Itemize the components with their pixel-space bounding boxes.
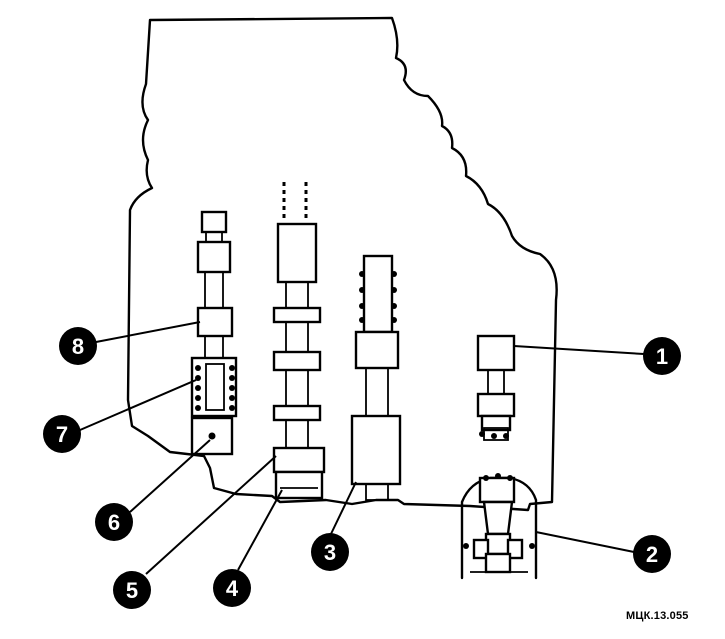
- callout-3: 3: [311, 533, 349, 571]
- callout-5: 5: [113, 571, 151, 609]
- figure-code: МЦК.13.055: [626, 610, 689, 622]
- leader-2: [535, 531, 635, 553]
- svg-text:5: 5: [126, 578, 138, 603]
- svg-text:4: 4: [226, 576, 239, 601]
- callout-2: 2: [633, 535, 671, 573]
- leader-5: [145, 455, 277, 575]
- leader-3: [329, 481, 357, 537]
- valve-assembly-center: [350, 254, 402, 501]
- callout-4: 4: [213, 569, 251, 607]
- leader-lines: [79, 321, 645, 575]
- leader-6: [129, 439, 211, 513]
- leader-7: [79, 379, 197, 431]
- valve-body-outline: [126, 16, 558, 512]
- callout-7: 7: [43, 415, 81, 453]
- callout-8: 8: [59, 327, 97, 365]
- svg-text:6: 6: [108, 510, 120, 535]
- leader-8: [95, 321, 201, 343]
- valve-assembly-left: [190, 210, 238, 456]
- callout-1: 1: [643, 337, 681, 375]
- leader-4: [237, 489, 283, 571]
- svg-text:3: 3: [324, 540, 336, 565]
- leader-1: [513, 345, 645, 355]
- svg-text:7: 7: [56, 422, 68, 447]
- valve-assembly-middle: [272, 182, 326, 500]
- svg-text:8: 8: [72, 334, 84, 359]
- valve-assembly-right: [476, 334, 516, 441]
- callout-6: 6: [95, 503, 133, 541]
- dashed-extension: [282, 182, 308, 222]
- svg-text:2: 2: [646, 542, 658, 567]
- bracket-assembly: [460, 473, 538, 580]
- svg-text:1: 1: [656, 344, 668, 369]
- spring-coils: [195, 365, 235, 411]
